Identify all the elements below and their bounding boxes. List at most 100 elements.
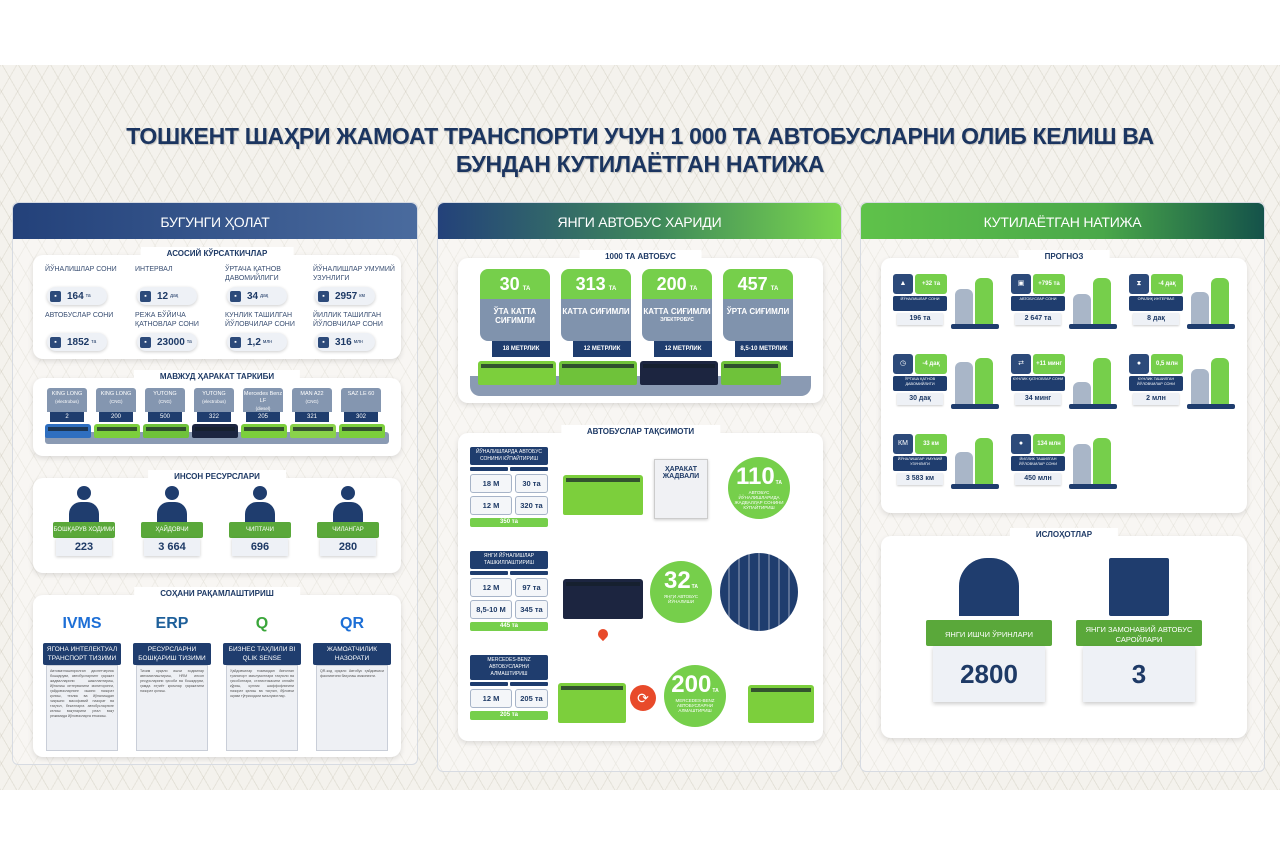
card-title: СОҲАНИ РАҚАМЛАШТИРИШ bbox=[134, 587, 300, 600]
indicator-value: 1852 bbox=[67, 336, 90, 348]
person-body bbox=[157, 502, 187, 522]
indicator-label: ЙЎНАЛИШЛАР СОНИ bbox=[45, 266, 117, 273]
buildings-icon bbox=[1109, 558, 1169, 616]
fleet-count: 205 bbox=[246, 412, 280, 422]
forecast-delta: +11 минг bbox=[1033, 354, 1065, 374]
bus-count-unit: ТА bbox=[689, 286, 698, 292]
forecast-bar bbox=[1211, 358, 1229, 404]
forecast-value: 8 дақ bbox=[1133, 313, 1179, 325]
row-count: 320 та bbox=[515, 496, 548, 515]
current-bar bbox=[1191, 369, 1209, 404]
hr-label: ҲАЙДОВЧИ bbox=[141, 522, 203, 538]
bus-image bbox=[339, 424, 385, 438]
bus-count-unit: ТА bbox=[522, 286, 531, 292]
count-header bbox=[510, 467, 548, 471]
indicator-label: РЕЖА БЎЙИЧА ҚАТНОВЛАР СОНИ bbox=[135, 312, 199, 328]
erp-logo-icon: ERP bbox=[155, 615, 189, 632]
indicator-value: 316 bbox=[335, 336, 352, 348]
person-head bbox=[165, 486, 179, 500]
current-bar bbox=[1073, 444, 1091, 484]
fleet-model-type: (CNG) bbox=[305, 399, 319, 404]
panel-header: ЯНГИ АВТОБУС ХАРИДИ bbox=[438, 203, 841, 239]
row-count: 30 та bbox=[515, 474, 548, 493]
fleet-model: SAZ LE 60 bbox=[341, 388, 381, 412]
forecast-bar bbox=[975, 358, 993, 404]
fleet-model-name: MAN A22 bbox=[300, 391, 324, 397]
forecast-label: АВТОБУСЛАР СОНИ bbox=[1011, 296, 1065, 311]
group-subheaders bbox=[470, 682, 548, 686]
page-title: ТОШКЕНТ ШАҲРИ ЖАМОАТ ТРАНСПОРТИ УЧУН 1 0… bbox=[126, 123, 1154, 177]
digital-system-label: РЕСУРСЛАРНИ БОШҚАРИШ ТИЗИМИ bbox=[133, 643, 211, 665]
reform-value: 2800 bbox=[933, 646, 1045, 702]
hr-value: 3 664 bbox=[144, 538, 200, 556]
fleet-model-name: SAZ LE 60 bbox=[347, 391, 375, 397]
current-bar bbox=[1073, 382, 1091, 404]
fleet-model: KING LONG (CNG) bbox=[96, 388, 136, 412]
fleet-item: YUTONG(electrobus)322 bbox=[194, 388, 234, 422]
forecast-value: 196 та bbox=[897, 313, 943, 325]
forecast-label: КУНЛИК ҚАТНОВЛАР СОНИ bbox=[1011, 376, 1065, 391]
highlight-unit: ТА bbox=[691, 584, 699, 590]
bus-count-value: 200 bbox=[656, 274, 687, 294]
fleet-model-type: (diesel) bbox=[255, 406, 271, 411]
fleet-model-type: (electrobus) bbox=[202, 399, 226, 404]
bus-image bbox=[143, 424, 189, 438]
highlight-value: 110 bbox=[735, 463, 775, 490]
forecast-delta: 134 млн bbox=[1033, 434, 1065, 454]
capacity-label: ЎТА КАТТА СИҒИМЛИ bbox=[493, 307, 537, 325]
forecast-bar bbox=[1211, 278, 1229, 324]
forecast-label: ОРАЛИҚ ИНТЕРВАЛ bbox=[1129, 296, 1183, 311]
forecast-value: 30 дақ bbox=[897, 393, 943, 405]
qr-logo-icon: QR bbox=[340, 615, 364, 632]
fleet-model-name: KING LONG bbox=[100, 391, 132, 397]
forecast-label: ЙЎНАЛИШЛАР СОНИ bbox=[893, 296, 947, 311]
group-total: 350 та bbox=[470, 518, 548, 527]
person-icon bbox=[67, 486, 101, 522]
card-title: ИНСОН РЕСУРСЛАРИ bbox=[148, 470, 286, 483]
indicator-label: ЙИЛЛИК ТАШИЛГАН ЙЎЛОВЧИЛАР СОНИ bbox=[313, 312, 383, 328]
highlight-caption: АВТОБУС ЙЎНАЛИШЛАРИДА ЖАДВАЛЛАР СОНИНИ К… bbox=[734, 490, 784, 510]
reform-label: ЯНГИ ИШЧИ ЎРИНЛАРИ bbox=[926, 620, 1052, 646]
ivms-logo-icon: IVMS bbox=[62, 615, 102, 632]
forecast-delta: 33 км bbox=[915, 434, 947, 454]
chart-base bbox=[1069, 324, 1117, 329]
group-subheaders bbox=[470, 571, 548, 575]
group-total: 205 та bbox=[470, 711, 548, 720]
bus-image bbox=[559, 361, 637, 385]
forecast-bar bbox=[1093, 278, 1111, 324]
people-icon: ● bbox=[1129, 354, 1149, 374]
forecast-value: 3 583 км bbox=[897, 473, 943, 485]
card-title: АСОСИЙ КЎРСАТКИЧЛАР bbox=[140, 247, 294, 260]
forecast-bar bbox=[1093, 438, 1111, 484]
card-title: АВТОБУСЛАР ТАҚСИМОТИ bbox=[560, 425, 721, 438]
bus-capacity: ЎТА КАТТА СИҒИМЛИ bbox=[480, 299, 550, 341]
indicator-unit: млн bbox=[353, 339, 363, 345]
bus-length: 18 МЕТРЛИК bbox=[492, 341, 550, 357]
indicator-label: ЙЎНАЛИШЛАР УМУМИЙ УЗУНЛИГИ bbox=[313, 266, 395, 282]
bus-capacity: ЎРТА СИҒИМЛИ bbox=[723, 299, 793, 341]
fleet-count: 2 bbox=[50, 412, 84, 422]
fleet-model-type: (CNG) bbox=[109, 399, 123, 404]
person-body bbox=[245, 502, 275, 522]
indicator-icon: ▪ bbox=[140, 290, 151, 302]
forecast-label: ЎРТАЧА ҚАТНОВ ДАВОМИЙЛИГИ bbox=[893, 376, 947, 391]
indicator-unit: та bbox=[186, 339, 192, 345]
current-bar bbox=[1191, 292, 1209, 324]
capacity-label: КАТТА СИҒИМЛИ bbox=[562, 307, 630, 316]
